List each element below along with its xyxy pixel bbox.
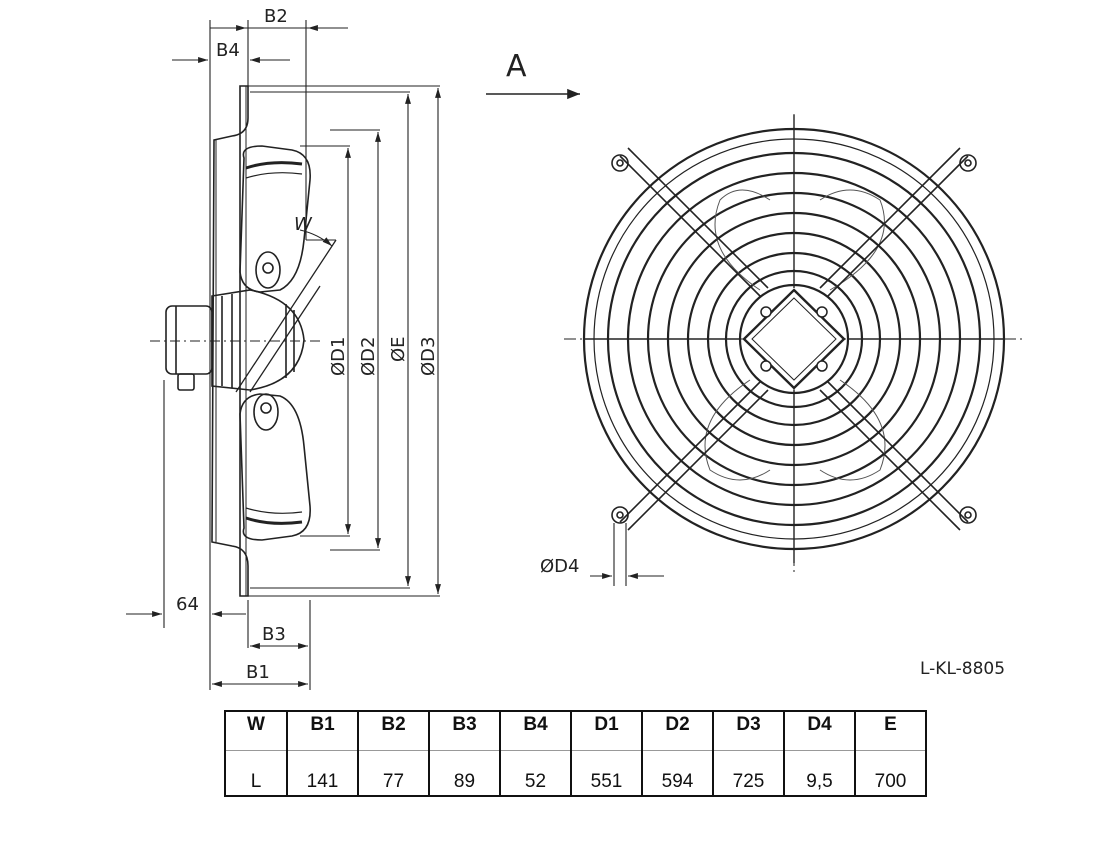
label-b3: B3 [262,624,286,645]
cell-w: L [250,771,262,792]
cell-d4: 9,5 [783,750,855,796]
motor-hub [211,289,305,391]
side-view-dimensions [126,20,441,690]
drawing-code: L-KL-8805 [920,659,1005,679]
cell-e: 700 [854,750,926,796]
header-d2: D2 [641,711,713,751]
cell-d3: 725 [712,750,784,796]
fan-housing-outline [211,85,249,597]
table-header-row: W B1 B2 B3 B4 D1 D2 D3 D4 E [225,711,926,751]
upper-blade [239,145,311,293]
side-view-labels: B2 B4 W ØD1 ØD2 ØE ØD3 64 B3 B1 [176,6,439,683]
dimensions-table: W B1 B2 B3 B4 D1 D2 D3 D4 E L 141 77 89 … [224,710,927,797]
guard-spokes [584,115,1004,563]
cell-b2: 77 [357,750,429,796]
front-view [564,114,1026,586]
header-b3: B3 [428,711,500,751]
side-view [150,85,337,597]
cell-b4: 52 [499,750,571,796]
header-d4: D4 [783,711,855,751]
blade-outlines [704,189,886,481]
label-b2: B2 [264,6,288,27]
header-e: E [854,711,926,751]
view-label-a: A [506,49,527,84]
header-d1: D1 [570,711,642,751]
label-d3: ØD3 [418,337,439,376]
cell-b3: 89 [428,750,500,796]
label-b1: B1 [246,662,270,683]
header-b1: B1 [286,711,358,751]
label-d4: ØD4 [540,556,579,577]
label-64: 64 [176,594,199,615]
view-arrow-a: A [486,49,580,100]
header-w: W [225,711,287,751]
header-b2: B2 [357,711,429,751]
technical-drawing: B2 B4 W ØD1 ØD2 ØE ØD3 64 B3 B1 A [126,6,1026,690]
cell-b1: 141 [286,750,358,796]
header-b4: B4 [499,711,571,751]
label-b4: B4 [216,40,240,61]
label-d1: ØD1 [328,337,349,376]
table-row: L 141 77 89 52 551 594 725 9,5 700 [225,750,926,796]
label-w: W [294,214,313,235]
cell-d2: 594 [641,750,713,796]
terminal-box [165,305,213,375]
header-d3: D3 [712,711,784,751]
support-struts [619,147,969,531]
cell-d1: 551 [570,750,642,796]
mounting-holes [611,154,977,524]
label-e: ØE [388,336,409,362]
label-d2: ØD2 [358,337,379,376]
lower-blade [239,393,311,541]
motor-plate [742,288,846,390]
